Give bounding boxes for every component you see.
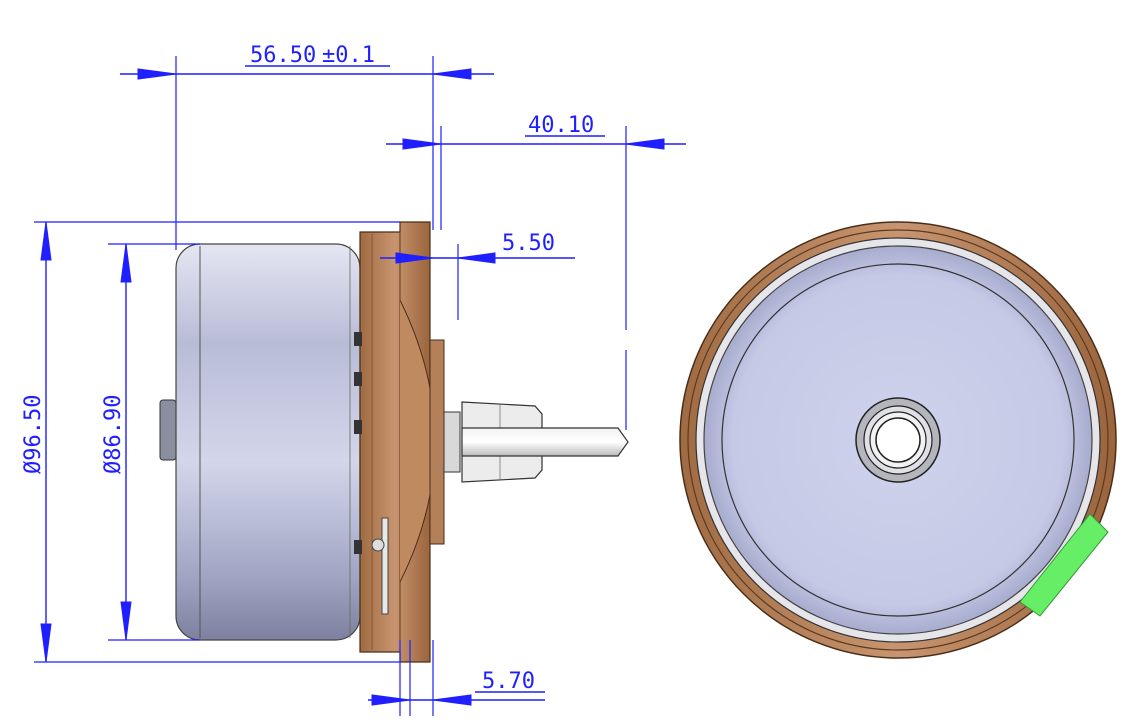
motor-body — [175, 243, 361, 641]
dim-flange-thickness: 5.70 — [482, 669, 535, 694]
front-view — [679, 221, 1117, 659]
motor-shaft — [461, 427, 629, 457]
dim-outer-diameter: Ø96.50 — [21, 395, 46, 474]
side-view — [159, 221, 629, 663]
dim-overall-tolerance: ±0.1 — [322, 43, 375, 68]
rear-cap — [159, 399, 177, 461]
terminal-label — [1019, 513, 1109, 617]
dim-body-diameter: Ø86.90 — [101, 395, 126, 474]
dim-shaft-extension: 40.10 — [528, 113, 594, 138]
dim-flange-to-hub: 5.50 — [502, 231, 555, 256]
connector-pin — [381, 517, 389, 615]
dim-overall-length: 56.50 — [250, 43, 316, 68]
dimensions — [34, 56, 686, 716]
